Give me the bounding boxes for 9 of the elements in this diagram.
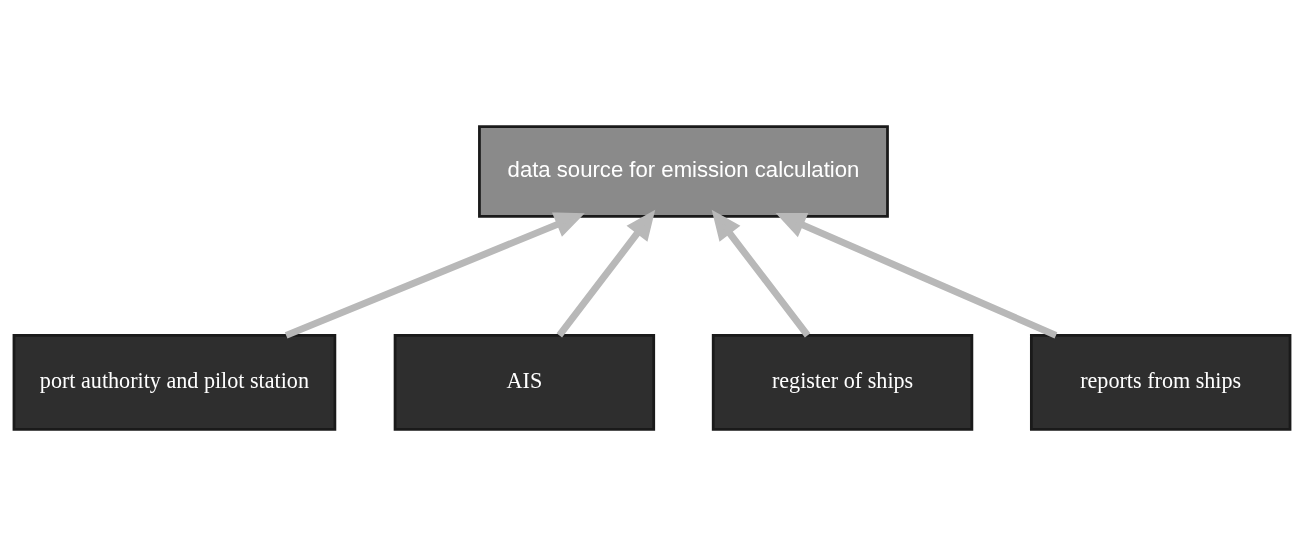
arrow: [711, 209, 811, 338]
arrow: [556, 209, 656, 338]
arrow: [284, 212, 585, 339]
arrow: [775, 213, 1058, 339]
node-box: data source for emission calculation: [478, 125, 889, 218]
node-box: register of ships: [711, 334, 974, 431]
node-box: reports from ships: [1029, 334, 1292, 431]
node-box: port authority and pilot station: [12, 334, 337, 431]
node-box: AIS: [393, 334, 656, 431]
